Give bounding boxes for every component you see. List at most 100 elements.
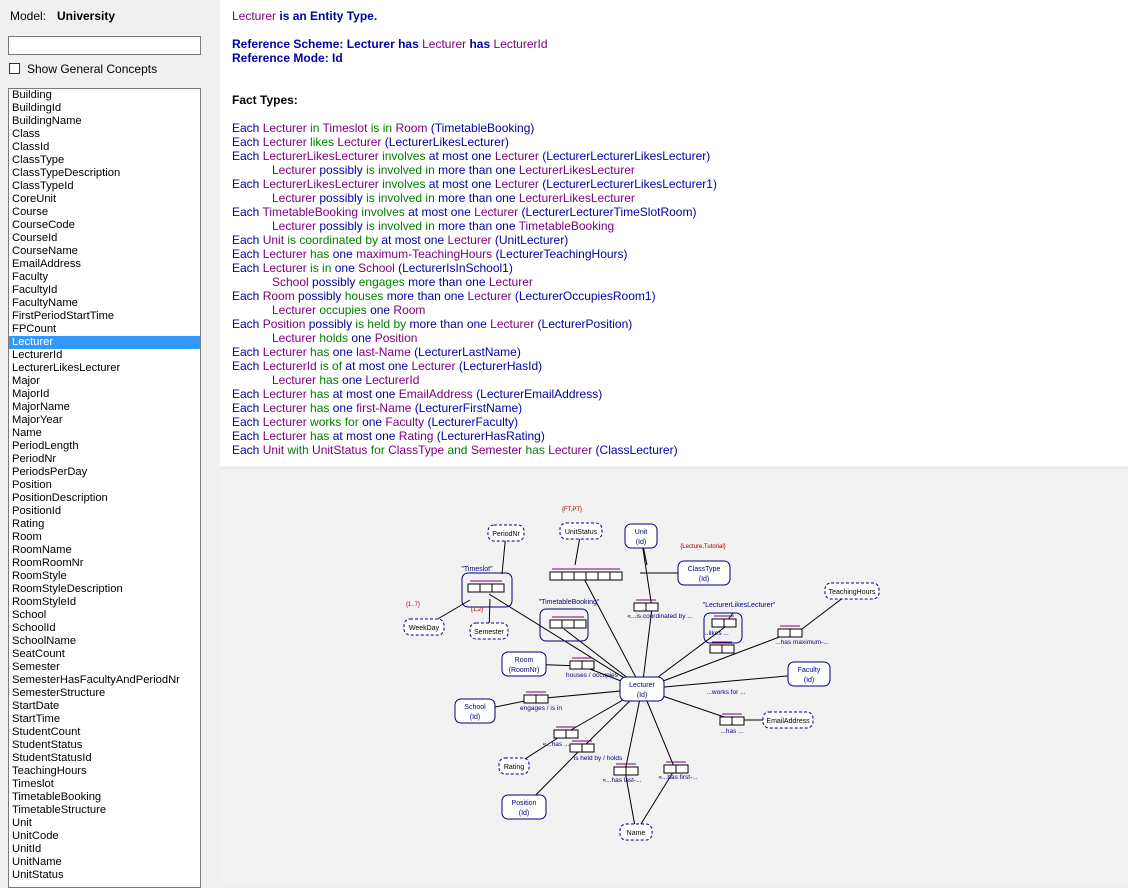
list-item[interactable]: PositionId: [12, 505, 62, 517]
list-item[interactable]: CourseName: [12, 245, 78, 257]
list-item[interactable]: Major: [12, 375, 40, 387]
verbalization-segment[interactable]: Lecturer: [262, 261, 307, 275]
verbalization-segment[interactable]: Lecturer: [262, 345, 307, 359]
list-item[interactable]: TeachingHours: [12, 765, 87, 777]
verbalization-segment[interactable]: Lecturer: [548, 443, 593, 457]
list-item[interactable]: MajorId: [12, 388, 50, 400]
verbalization-segment[interactable]: Unit: [262, 443, 285, 457]
verbalization-segment[interactable]: School: [272, 275, 309, 289]
list-item[interactable]: ClassId: [12, 141, 50, 153]
list-item[interactable]: Faculty: [12, 271, 49, 283]
list-item[interactable]: TimetableBooking: [12, 791, 102, 803]
list-item[interactable]: LecturerLikesLecturer: [12, 362, 121, 374]
verbalization-segment[interactable]: EmailAddress: [398, 387, 473, 401]
list-item[interactable]: UnitCode: [12, 830, 59, 842]
list-item[interactable]: UnitId: [12, 843, 42, 855]
verbalization-segment[interactable]: Lecturer: [262, 247, 307, 261]
verbalization-segment[interactable]: TimetableBooking: [518, 219, 615, 233]
list-item[interactable]: Name: [12, 427, 42, 439]
list-item[interactable]: MajorName: [12, 401, 70, 413]
verbalization-segment[interactable]: Lecturer: [262, 135, 307, 149]
list-item[interactable]: UnitName: [12, 856, 62, 868]
verbalization-segment[interactable]: Lecturer: [337, 135, 382, 149]
verbalization-segment[interactable]: LecturerId: [365, 373, 420, 387]
verbalization-segment[interactable]: Position: [262, 317, 306, 331]
verbalization-segment[interactable]: Lecturer: [272, 331, 317, 345]
verbalization-segment[interactable]: last-Name: [356, 345, 411, 359]
verbalization-segment[interactable]: Room: [393, 303, 426, 317]
list-item[interactable]: RoomStyle: [12, 570, 67, 582]
verbalization-segment[interactable]: first-Name: [356, 401, 412, 415]
verbalization-segment[interactable]: Lecturer: [262, 387, 307, 401]
list-item[interactable]: School: [12, 609, 47, 621]
list-item[interactable]: SemesterStructure: [12, 687, 106, 699]
list-item[interactable]: RoomName: [12, 544, 72, 556]
list-item[interactable]: PeriodNr: [12, 453, 57, 465]
list-item[interactable]: FirstPeriodStartTime: [12, 310, 115, 322]
list-item[interactable]: Unit: [12, 817, 32, 829]
verbalization-segment[interactable]: LecturerLikesLecturer: [518, 163, 635, 177]
verbalization-segment[interactable]: Lecturer: [262, 415, 307, 429]
list-item[interactable]: CourseId: [12, 232, 58, 244]
verbalization-segment[interactable]: UnitStatus: [312, 443, 368, 457]
verbalization-segment[interactable]: Lecturer: [474, 205, 519, 219]
verbalization-segment[interactable]: Unit: [262, 233, 285, 247]
list-item[interactable]: RoomRoomNr: [12, 557, 84, 569]
verbalization-segment[interactable]: Lecturer: [411, 359, 456, 373]
list-item[interactable]: Position: [12, 479, 52, 491]
list-item[interactable]: Building: [12, 89, 52, 101]
list-item[interactable]: Rating: [12, 518, 45, 530]
verbalization-segment[interactable]: Lecturer: [262, 401, 307, 415]
search-input[interactable]: [8, 36, 201, 55]
list-item[interactable]: FacultyId: [12, 284, 58, 296]
list-item[interactable]: PeriodLength: [12, 440, 79, 452]
list-item[interactable]: FPCount: [12, 323, 57, 335]
list-item[interactable]: BuildingName: [12, 115, 82, 127]
verbalization-segment[interactable]: Timeslot: [322, 121, 368, 135]
show-general-concepts-checkbox[interactable]: [9, 63, 20, 74]
verbalization-segment[interactable]: Lecturer: [490, 317, 535, 331]
orm-diagram[interactable]: Lecturer(Id)Unit(Id)ClassType(Id)Room(Ro…: [220, 468, 1128, 885]
show-general-concepts-label[interactable]: Show General Concepts: [27, 62, 157, 76]
verbalization-segment[interactable]: TimetableBooking: [262, 205, 359, 219]
verbalization-segment[interactable]: Lecturer: [272, 191, 317, 205]
verbalization-segment[interactable]: Lecturer: [262, 429, 307, 443]
list-item[interactable]: BuildingId: [12, 102, 62, 114]
verbalization-segment[interactable]: Lecturer: [467, 289, 512, 303]
verbalization-segment[interactable]: Rating: [398, 429, 434, 443]
verbalization-segment[interactable]: LecturerId: [493, 37, 548, 51]
list-item[interactable]: Class: [12, 128, 40, 140]
list-item[interactable]: Room: [12, 531, 42, 543]
list-item[interactable]: ClassType: [12, 154, 65, 166]
list-item[interactable]: StudentStatusId: [12, 752, 92, 764]
verbalization-segment[interactable]: Position: [374, 331, 418, 345]
verbalization-segment[interactable]: LecturerLikesLecturer: [262, 149, 379, 163]
list-item[interactable]: Timeslot: [12, 778, 54, 790]
list-item[interactable]: CourseCode: [12, 219, 75, 231]
list-item[interactable]: ClassTypeDescription: [12, 167, 121, 179]
verbalization-segment[interactable]: Lecturer: [488, 275, 533, 289]
list-item[interactable]: EmailAddress: [12, 258, 82, 270]
verbalization-segment[interactable]: Room: [395, 121, 428, 135]
verbalization-segment[interactable]: Lecturer: [272, 163, 317, 177]
list-item[interactable]: UnitStatus: [12, 869, 64, 881]
list-item[interactable]: FacultyName: [12, 297, 78, 309]
list-item[interactable]: Lecturer: [9, 336, 200, 349]
verbalization-segment[interactable]: Lecturer: [422, 37, 467, 51]
verbalization-segment[interactable]: Lecturer: [262, 121, 307, 135]
verbalization-segment[interactable]: Lecturer: [494, 177, 539, 191]
list-item[interactable]: SchoolName: [12, 635, 77, 647]
verbalization-segment[interactable]: Lecturer: [232, 9, 277, 23]
list-item[interactable]: PositionDescription: [12, 492, 108, 504]
list-item[interactable]: ClassTypeId: [12, 180, 74, 192]
list-item[interactable]: StartDate: [12, 700, 60, 712]
list-item[interactable]: StudentStatus: [12, 739, 83, 751]
verbalization-segment[interactable]: Room: [262, 289, 295, 303]
verbalization-segment[interactable]: ClassType: [388, 443, 445, 457]
list-item[interactable]: CoreUnit: [12, 193, 57, 205]
verbalization-segment[interactable]: Semester: [470, 443, 523, 457]
list-item[interactable]: MajorYear: [12, 414, 63, 426]
verbalization-segment[interactable]: School: [358, 261, 395, 275]
verbalization-segment[interactable]: Lecturer: [494, 149, 539, 163]
verbalization-segment[interactable]: Lecturer: [447, 233, 492, 247]
